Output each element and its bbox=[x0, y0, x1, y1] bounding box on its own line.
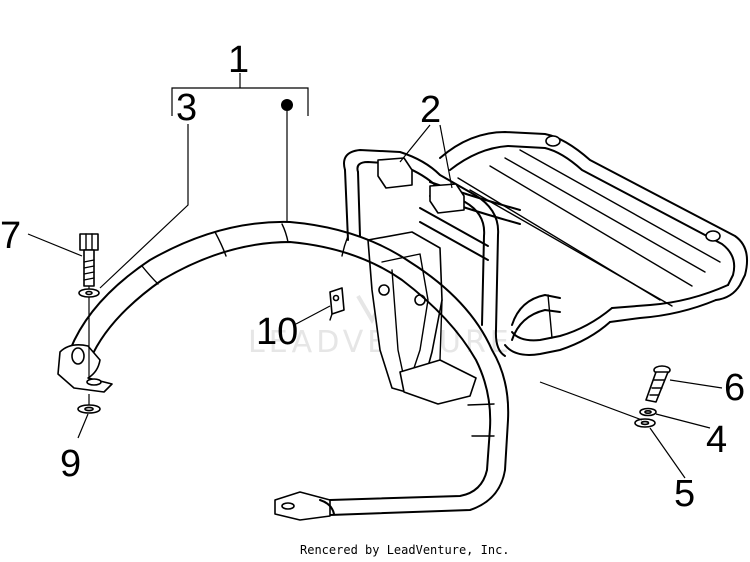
callout-6: 6 bbox=[724, 367, 745, 409]
lock-washer-4 bbox=[639, 407, 657, 417]
rear-rack-platform bbox=[343, 131, 748, 357]
washer-upper bbox=[78, 288, 100, 298]
washer-5 bbox=[634, 418, 656, 428]
callout-5: 5 bbox=[674, 473, 695, 515]
washer-9 bbox=[77, 394, 101, 414]
callout-7: 7 bbox=[0, 215, 21, 257]
grab-handle-tube bbox=[57, 220, 510, 521]
callout-3: 3 bbox=[176, 87, 197, 129]
center-mount-bracket bbox=[367, 231, 477, 405]
screw-axis-line bbox=[539, 381, 643, 421]
callout-1: 1 bbox=[228, 39, 249, 81]
leader-lines bbox=[27, 73, 723, 479]
callout-9: 9 bbox=[60, 443, 81, 485]
screw-6 bbox=[645, 365, 671, 403]
callout-4: 4 bbox=[706, 419, 727, 461]
callout-10: 10 bbox=[256, 311, 298, 353]
clip-nut-10 bbox=[329, 287, 345, 321]
credit-text: Rencered by LeadVenture, Inc. bbox=[300, 543, 510, 557]
bolt-7 bbox=[79, 233, 99, 380]
callout-2: 2 bbox=[420, 89, 441, 131]
